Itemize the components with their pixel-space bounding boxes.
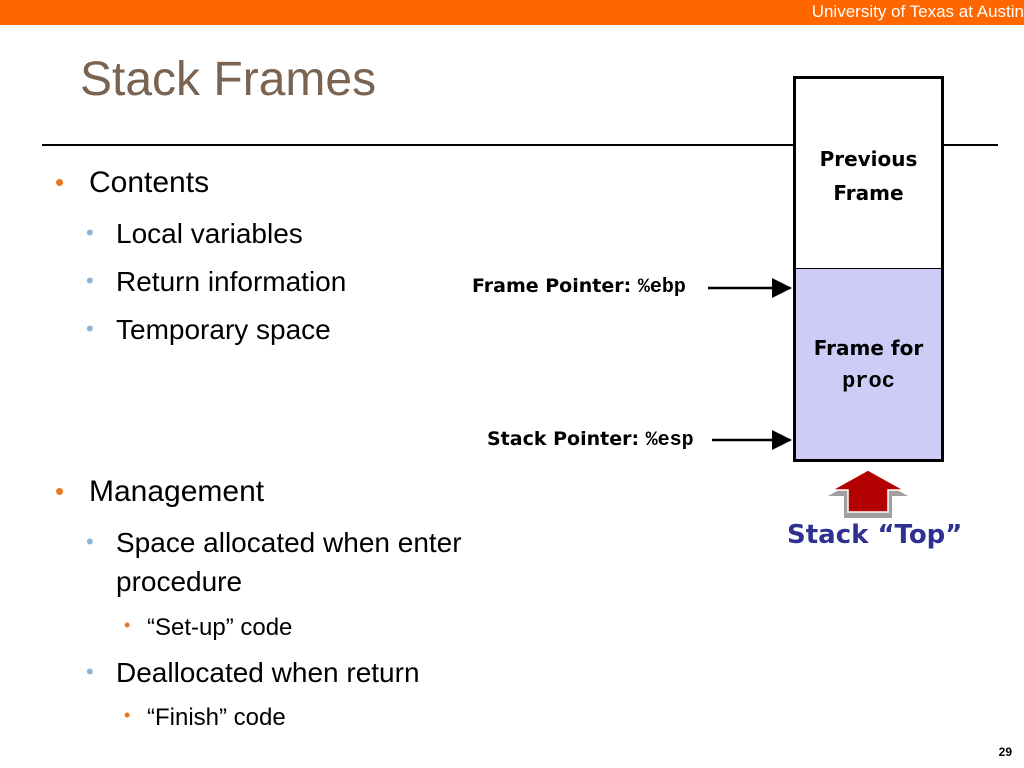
bullet-management: Management: [89, 475, 265, 508]
bullet-local-variables: Local variables: [116, 218, 303, 249]
bullet-temporary-space: Temporary space: [116, 314, 331, 345]
frame-pointer-label: Frame Pointer: %ebp: [472, 275, 686, 299]
bullet-return-information: Return information: [116, 266, 347, 297]
bullet-dot: •: [124, 705, 131, 725]
previous-frame-label: Previous: [819, 147, 918, 171]
bullet-dot: •: [55, 167, 65, 197]
page-number: 29: [998, 745, 1012, 759]
stack-top-label: Stack “Top”: [787, 520, 963, 550]
stack-pointer-text: Stack Pointer:: [487, 428, 646, 450]
previous-frame-label-2: Frame: [833, 181, 904, 205]
bullet-space-allocated-cont: procedure: [116, 566, 243, 597]
proc-frame-label: Frame for: [813, 336, 924, 360]
bullet-space-allocated: Space allocated when enter: [116, 527, 462, 558]
stack-pointer-register: %esp: [645, 429, 694, 452]
stack-top-arrow-icon: [829, 469, 907, 513]
bullet-dot: •: [86, 316, 94, 341]
proc-frame-name: proc: [842, 369, 895, 394]
frame-pointer-text: Frame Pointer:: [472, 275, 638, 297]
bullet-dot: •: [124, 615, 131, 635]
university-name: University of Texas at Austin: [811, 2, 1024, 21]
bullet-finish-code: “Finish” code: [147, 704, 286, 731]
bullet-dot: •: [86, 268, 94, 293]
proc-frame-box: Frame for proc: [793, 268, 944, 462]
bullet-contents: Contents: [89, 166, 210, 199]
stack-pointer-label: Stack Pointer: %esp: [487, 428, 694, 452]
bullet-dot: •: [86, 659, 94, 684]
bullet-dot: •: [86, 220, 94, 245]
header-bar: University of Texas at Austin: [0, 0, 1024, 25]
bullet-dot: •: [55, 476, 65, 506]
title-divider: [42, 144, 998, 146]
slide-title: Stack Frames: [80, 53, 377, 106]
frame-pointer-register: %ebp: [637, 276, 686, 299]
bullet-setup-code: “Set-up” code: [147, 614, 293, 641]
bullet-deallocated: Deallocated when return: [116, 657, 420, 688]
bullet-dot: •: [86, 529, 94, 554]
